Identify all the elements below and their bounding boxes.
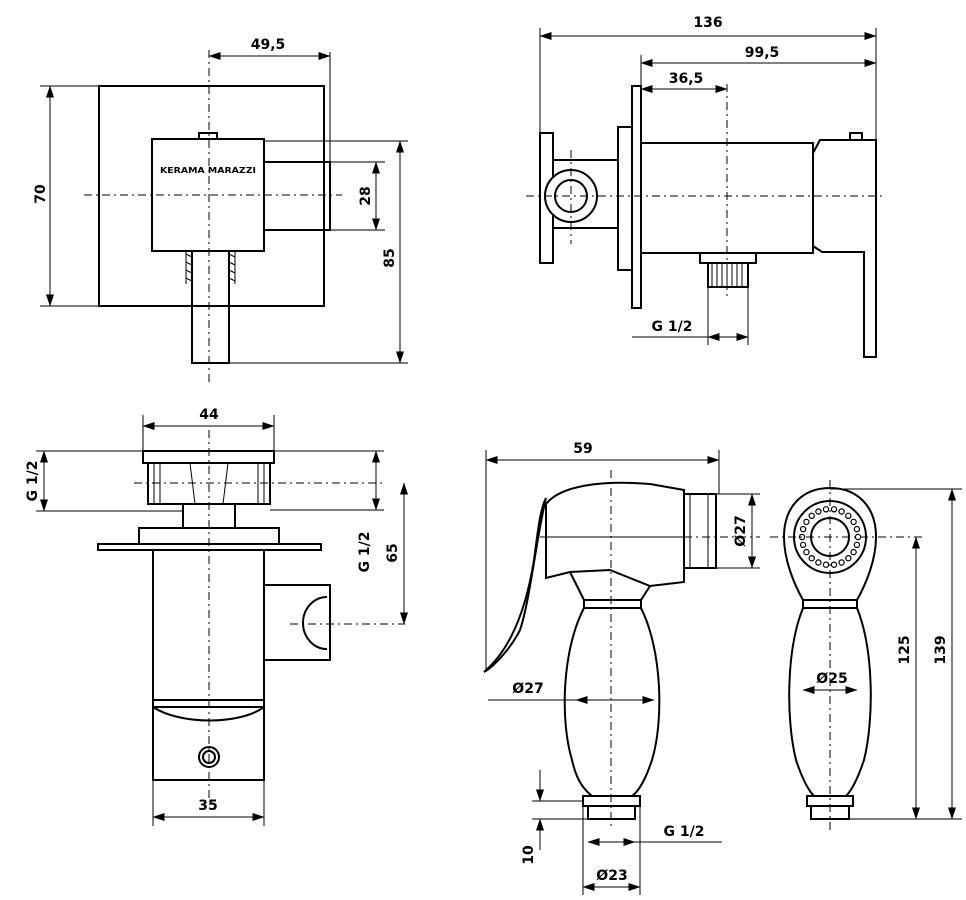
spray-side-view: 59 Ø27 Ø27 10 G 1/2 Ø23: [483, 441, 760, 895]
top-view: 44 G 1/2 G 1/2 65 35: [25, 407, 408, 826]
dim-connector-diameter: Ø23: [596, 868, 627, 884]
dim-total-height: 85: [382, 248, 398, 267]
spray-head: [545, 481, 685, 588]
dim-grip-diameter: Ø25: [816, 671, 847, 687]
head-neck: [569, 571, 651, 601]
flange: [617, 126, 633, 271]
nozzle-hole: [808, 555, 815, 562]
dim-plate-height: 70: [33, 184, 49, 204]
nozzle-hole: [815, 508, 822, 515]
dim-thread: G 1/2: [652, 319, 693, 335]
side-view: 136 99,5 36,5 G 1/2: [526, 15, 884, 358]
outlet-block: [263, 161, 331, 231]
dim-length: 59: [573, 441, 592, 457]
lever-screw: [849, 132, 863, 141]
dim-total-height: 139: [933, 635, 949, 664]
nozzle-hole: [845, 555, 852, 562]
wall-plate-outline: [98, 85, 325, 307]
dim-outlet-height: 28: [358, 186, 374, 205]
holder-clip-curve: [302, 596, 328, 650]
lever-side: [812, 139, 877, 358]
thread-marks: [185, 252, 236, 284]
nozzle-hole: [822, 506, 830, 513]
nozzle-hole: [798, 533, 806, 541]
outlet-thread: [707, 262, 749, 288]
dim-handle-width: 35: [198, 798, 217, 814]
dim-center-height: 125: [897, 635, 913, 664]
nozzle-hole: [799, 525, 807, 533]
nozzle-hole: [850, 548, 857, 556]
dim-connector-height: 10: [521, 845, 537, 865]
outlet-nut: [699, 252, 757, 264]
nozzle-hole: [822, 561, 830, 568]
holder-clip: [264, 584, 331, 661]
nozzle-hole: [830, 506, 838, 513]
nozzle-hole: [815, 559, 822, 566]
body-screw: [198, 132, 218, 140]
nozzle-rings: [689, 494, 709, 568]
spray-face-outline: [782, 486, 878, 601]
spray-trigger: [483, 497, 547, 673]
handle-hole-inner: [202, 750, 216, 764]
dim-head-diameter: Ø27: [733, 515, 749, 546]
nozzle-hole: [853, 541, 861, 549]
thread-marks: [711, 263, 743, 287]
wall-plate-edge: [631, 85, 642, 309]
nozzle-hole: [845, 512, 852, 520]
dim-inlet-thread: G 1/2: [25, 461, 41, 502]
nozzle-hole: [808, 512, 815, 520]
nozzle-hole: [830, 561, 838, 568]
holder-ring-outer: [544, 169, 598, 223]
nozzle-hole: [853, 525, 861, 533]
nozzle-hole: [799, 541, 807, 549]
dim-grip-diameter: Ø27: [512, 681, 543, 697]
nozzle-hole: [850, 518, 857, 526]
nozzle-hole: [838, 559, 845, 566]
dim-body-length: 99,5: [745, 45, 780, 61]
dim-holder-offset: 65: [385, 543, 401, 562]
dim-outlet-thread: G 1/2: [357, 532, 373, 573]
dim-total-length: 136: [693, 15, 722, 31]
spray-front-view: Ø25 125 139: [770, 480, 962, 830]
dim-width-offset: 49,5: [251, 37, 286, 53]
nozzle-hole-ring: [798, 506, 862, 568]
dim-outlet-offset: 36,5: [669, 71, 704, 87]
nozzle-hole: [838, 508, 845, 515]
brand-label: KERAMA MARAZZI: [160, 166, 256, 175]
nozzle-hole: [854, 533, 862, 541]
front-view: KERAMA MARAZZI 49,5 70 28 85: [33, 37, 408, 382]
nozzle-hole: [803, 548, 810, 556]
spray-nozzle: [683, 493, 717, 569]
dim-width: 44: [199, 407, 219, 423]
nozzle-hole: [803, 518, 810, 526]
lever-handle: [191, 250, 230, 364]
dim-connector-thread: G 1/2: [664, 824, 705, 840]
spray-grip: [563, 599, 661, 797]
